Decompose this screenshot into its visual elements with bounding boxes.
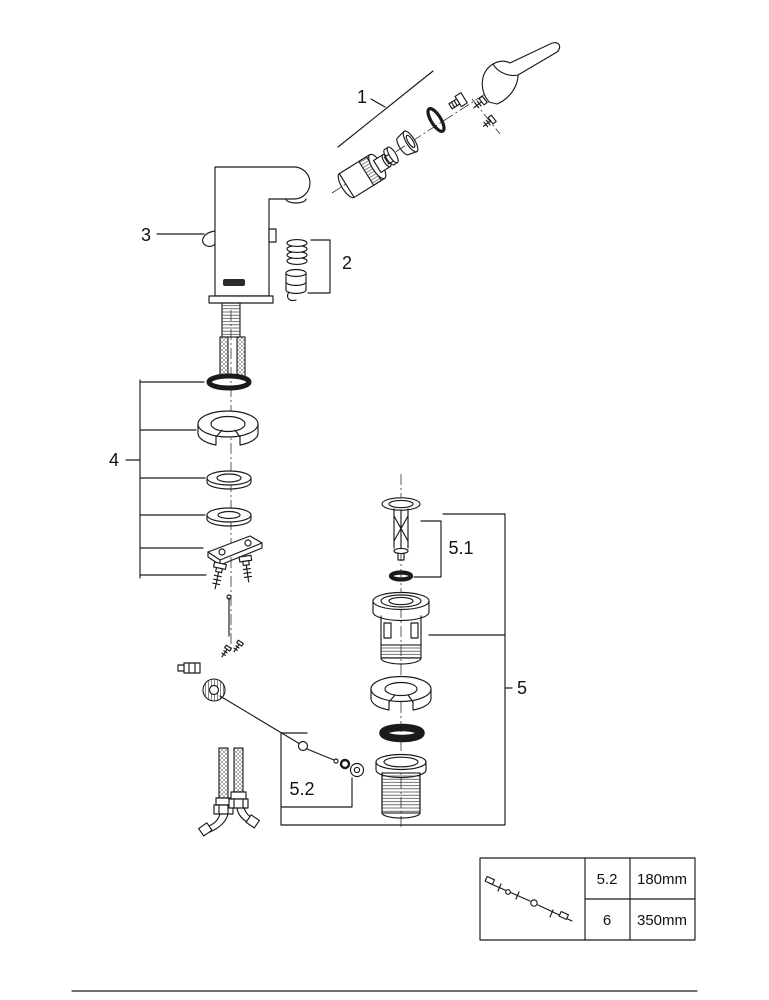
- part3-faucet-body: [156, 166, 311, 377]
- leader-bracket-4: [125, 379, 207, 579]
- part1-handle-assembly: [337, 42, 561, 199]
- handle-screw-2: [482, 114, 497, 128]
- spring: [286, 239, 308, 265]
- size-table: 5.2 180mm 6 350mm: [479, 857, 696, 941]
- supply-hose-ends: [198, 747, 260, 837]
- leader-bracket-5: [280, 513, 513, 826]
- rod-tip: [306, 748, 335, 761]
- mousseur: [285, 268, 307, 302]
- front-slot: [223, 279, 245, 286]
- leader-bracket-5-2: [280, 732, 353, 826]
- popup-rod-linkage: [177, 594, 365, 778]
- clamp-screw-2: [233, 639, 244, 653]
- threaded-shank: [221, 302, 241, 338]
- leader-bracket-1: [337, 70, 434, 148]
- mounting-screw-2: [238, 554, 253, 583]
- table-cell-part-5-2: 5.2: [597, 871, 618, 888]
- part-label-2: 2: [342, 253, 352, 273]
- mounting-screw-1: [212, 561, 227, 590]
- lever-handle: [481, 42, 561, 105]
- popup-stopper: [381, 497, 421, 561]
- table-cell-part-6: 6: [603, 912, 611, 929]
- stopper-o-ring: [388, 570, 414, 582]
- horizontal-pull-rod: [219, 695, 301, 745]
- handle-screw-1: [473, 95, 488, 109]
- pull-rod-thumbnail: [484, 875, 573, 922]
- rod-clamp: [177, 662, 201, 674]
- leader-bracket-2: [307, 239, 331, 294]
- part-label-3: 3: [141, 225, 151, 245]
- table-cell-length-180: 180mm: [637, 871, 687, 888]
- part5-drain-assembly: [280, 497, 513, 826]
- dome-collar: [396, 130, 419, 156]
- escutcheon-base: [197, 410, 259, 446]
- part-label-5: 5: [517, 678, 527, 698]
- clamp-screw-1: [221, 644, 232, 658]
- spout-aerator-outline: [285, 198, 307, 204]
- rubber-washer: [206, 470, 252, 490]
- knurled-nut: [202, 678, 226, 702]
- size-table-grid: [584, 857, 696, 941]
- part2-aerator-group: [285, 239, 331, 302]
- rod-end-cap: [333, 758, 339, 764]
- hose-end-left: [198, 747, 234, 837]
- rod-o-ring: [339, 758, 351, 770]
- drain-flange-body: [372, 591, 430, 665]
- table-cell-length-350: 350mm: [637, 912, 687, 929]
- part4-mounting-stack: [125, 373, 263, 590]
- cartridge: [337, 152, 397, 199]
- handle-o-ring: [426, 107, 446, 133]
- rod-washer: [349, 762, 365, 778]
- drain-horseshoe-washer: [370, 675, 432, 711]
- hose-end-right: [228, 747, 260, 829]
- part-label-5-2: 5.2: [289, 779, 314, 799]
- handle-adapter: [448, 92, 468, 110]
- side-lever: [202, 230, 216, 247]
- centerline-handle-axis: [331, 73, 517, 194]
- mounting-bracket: [207, 535, 263, 566]
- metal-washer: [206, 507, 252, 527]
- drain-rubber-gasket: [379, 723, 425, 743]
- base-plate: [208, 295, 274, 304]
- drain-tailpiece: [375, 753, 427, 819]
- rod-ball-joint: [297, 740, 309, 752]
- base-o-ring: [206, 373, 252, 391]
- leader-line-1: [370, 98, 386, 108]
- supply-hose-stub-left: [219, 336, 229, 377]
- spacer-ring: [383, 146, 399, 166]
- part-label-4: 4: [109, 450, 119, 470]
- part-label-1: 1: [357, 87, 367, 107]
- leader-bracket-5-1: [413, 520, 442, 578]
- supply-hose-stub-right: [236, 336, 246, 377]
- side-port: [268, 228, 277, 243]
- part-label-5-1: 5.1: [448, 538, 473, 558]
